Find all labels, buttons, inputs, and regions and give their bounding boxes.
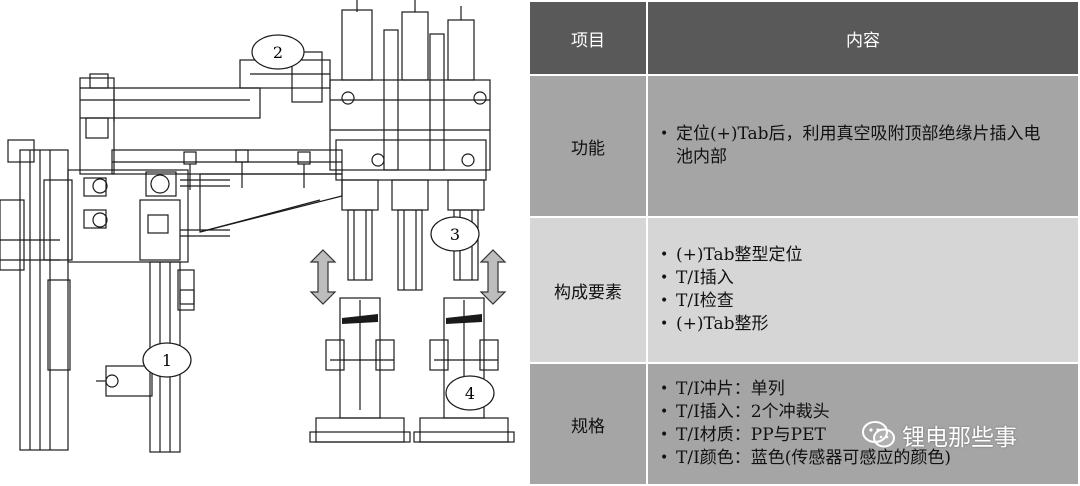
svg-text:2: 2 [273, 43, 283, 62]
callout-2: 2 [251, 34, 305, 70]
mechanism-drawing: 1 2 3 4 [0, 0, 515, 453]
list-item: T/I插入：2个冲裁头 [660, 401, 1060, 424]
table-row-function: 功能 定位(+)Tab后，利用真空吸附顶部绝缘片插入电池内部 [528, 74, 1080, 218]
watermark: 锂电那些事 [862, 418, 1017, 452]
plate-screws [183, 149, 311, 190]
list-item: T/I颜色：蓝色(传感器可感应的颜色) [660, 447, 1060, 470]
list-item: (+)Tab整形 [660, 313, 1060, 336]
table-row-components: 构成要素 (+)Tab整型定位 T/I插入 T/I检查 (+)Tab整形 [528, 216, 1080, 364]
header-item: 项目 [528, 0, 648, 76]
callout-4: 4 [445, 375, 495, 411]
watermark-text: 锂电那些事 [902, 425, 1017, 451]
table-header-row: 项目 内容 [528, 0, 1080, 76]
row-content: T/I冲片：单列 T/I插入：2个冲裁头 T/I材质：PP与PET T/I颜色：… [646, 362, 1080, 486]
callout-1: 1 [142, 342, 192, 378]
svg-text:3: 3 [450, 225, 460, 244]
row-label: 构成要素 [528, 216, 648, 364]
row-label: 规格 [528, 362, 648, 486]
row-label: 功能 [528, 74, 648, 218]
list-item: T/I插入 [660, 267, 1060, 290]
row-content: (+)Tab整型定位 T/I插入 T/I检查 (+)Tab整形 [646, 216, 1080, 364]
list-item: T/I冲片：单列 [660, 378, 1060, 401]
table-row-specs: 规格 T/I冲片：单列 T/I插入：2个冲裁头 T/I材质：PP与PET T/I… [528, 362, 1080, 486]
vertical-motion-arrows [309, 249, 507, 305]
svg-text:4: 4 [465, 384, 475, 403]
callout-3: 3 [430, 216, 480, 252]
list-item: (+)Tab整型定位 [660, 244, 1060, 267]
list-item: 定位(+)Tab后，利用真空吸附顶部绝缘片插入电池内部 [660, 123, 1060, 169]
svg-text:1: 1 [162, 351, 172, 370]
list-item: T/I检查 [660, 290, 1060, 313]
wechat-icon [862, 421, 895, 448]
suction-heads [309, 297, 515, 443]
callout-labels: 1 2 3 4 [142, 34, 495, 411]
list-item: T/I材质：PP与PET [660, 424, 1060, 447]
upper-bracket [79, 73, 343, 233]
row-content: 定位(+)Tab后，利用真空吸附顶部绝缘片插入电池内部 [646, 74, 1080, 218]
spec-table: 项目 内容 功能 定位(+)Tab后，利用真空吸附顶部绝缘片插入电池内部 构成要… [528, 0, 1080, 486]
left-frame [0, 139, 73, 451]
header-content: 内容 [646, 0, 1080, 76]
middle-column [67, 169, 230, 453]
